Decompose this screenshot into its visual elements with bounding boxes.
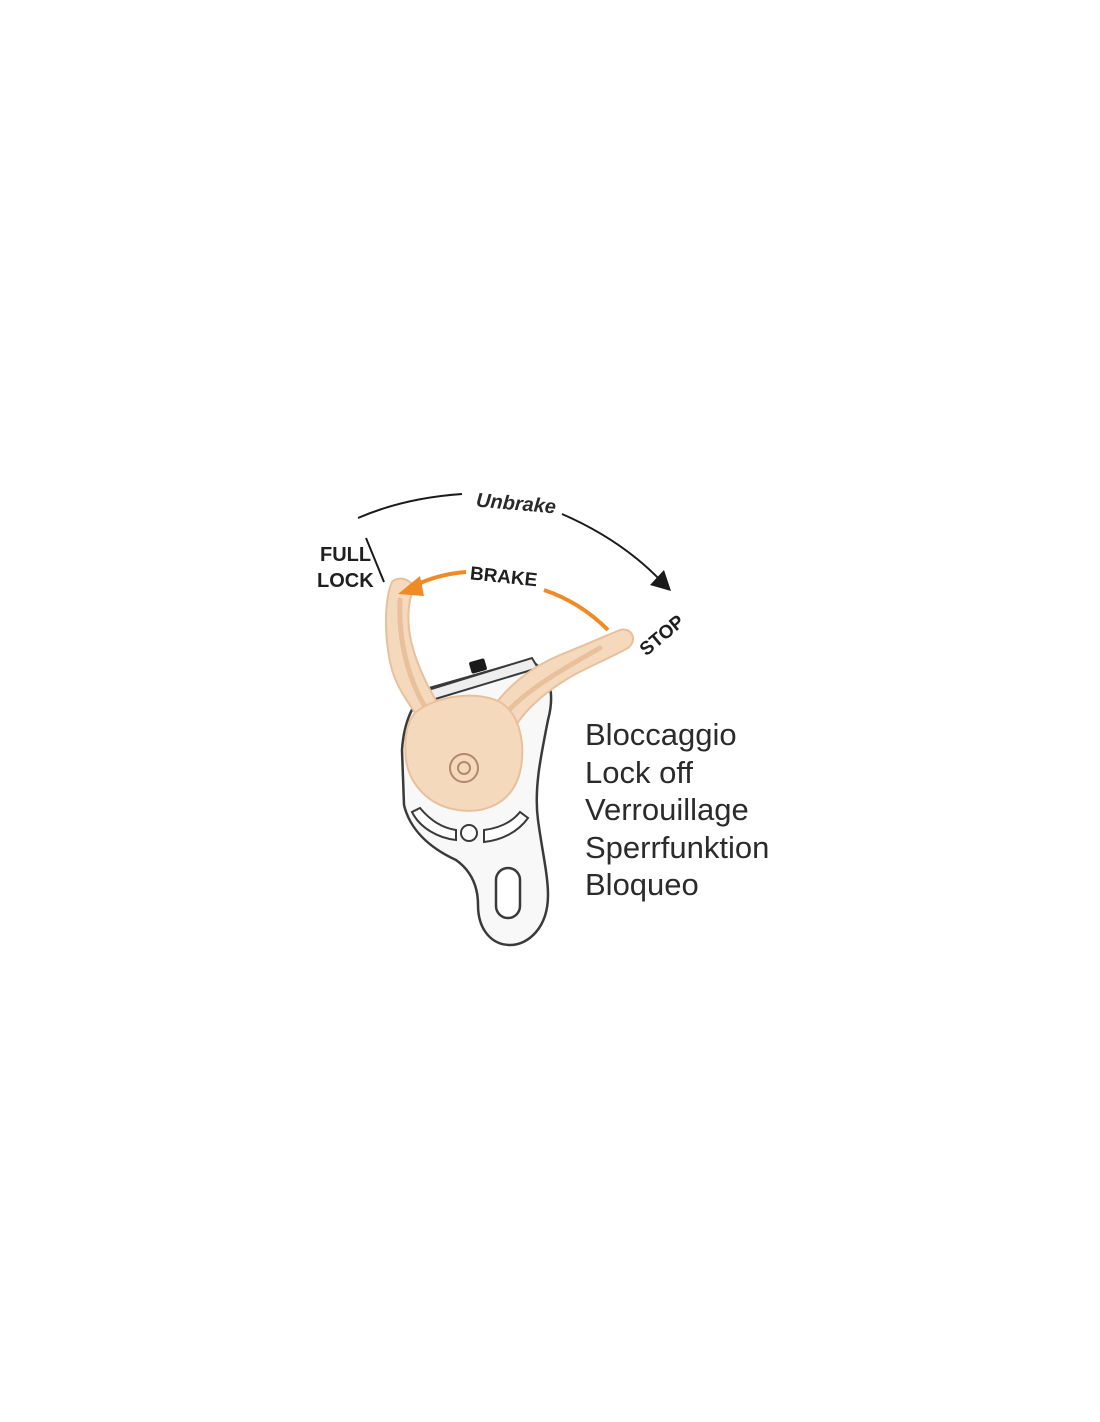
handle-pivot-hub <box>457 761 471 775</box>
handle-full-lock-position <box>385 577 524 812</box>
brake-label: BRAKE <box>469 563 538 591</box>
unbrake-label: Unbrake <box>475 490 557 519</box>
handle-pivot-ring <box>449 753 479 783</box>
device-catch <box>469 658 487 674</box>
lock-off-legend: Bloccaggio Lock off Verrouillage Sperrfu… <box>585 716 769 904</box>
handle-arm-full-lock-groove <box>397 597 431 715</box>
legend-italian: Bloccaggio <box>585 717 737 752</box>
legend-spanish: Bloqueo <box>585 867 699 902</box>
stop-label: STOP <box>636 611 689 660</box>
brake-arc-right <box>543 588 610 632</box>
legend-english: Lock off <box>585 754 694 790</box>
full-lock-tick <box>365 537 385 583</box>
unbrake-arrowhead <box>650 570 671 591</box>
full-lock-label-line1: FULL <box>320 544 371 566</box>
legend-french: Verrouillage <box>585 792 749 827</box>
full-lock-label-line2: LOCK <box>317 570 374 592</box>
device-slot-right <box>483 810 530 844</box>
unbrake-arc-right <box>561 513 663 583</box>
unbrake-arc-left <box>357 493 463 519</box>
device-rivet-hole <box>460 824 478 842</box>
device-attachment-hole <box>494 866 522 920</box>
brake-arrowhead <box>398 576 424 596</box>
legend-german: Sperrfunktion <box>585 829 770 865</box>
device-slot-left <box>410 806 457 842</box>
handle-arm-stop <box>476 628 635 742</box>
brake-arrow <box>398 570 610 632</box>
brake-arc-left <box>417 570 467 586</box>
unbrake-arrow <box>357 493 671 591</box>
